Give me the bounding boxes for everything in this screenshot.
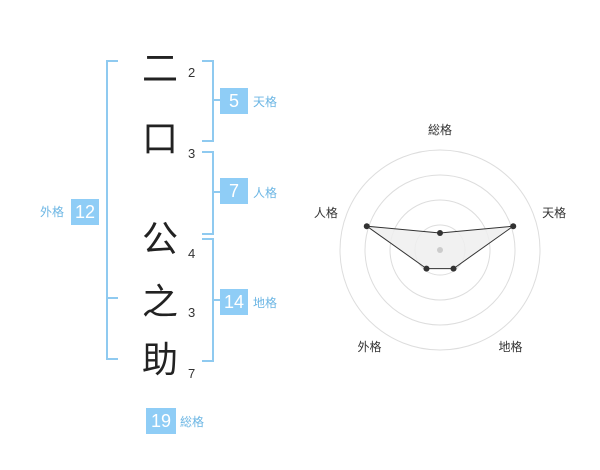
radar-point: [423, 265, 430, 272]
chikaku-bracket: [202, 238, 214, 362]
name-char-5: 助: [141, 340, 178, 381]
radar-axis-label: 天格: [542, 205, 566, 220]
radar-axis-label: 人格: [314, 205, 338, 220]
soukaku-label: 総格: [180, 415, 205, 429]
chikaku-badge: 14: [220, 289, 248, 315]
jinkaku-label: 人格: [253, 186, 278, 200]
name-char-3: 公: [141, 219, 178, 260]
jinkaku-tick: [214, 191, 220, 193]
gaikaku-bracket: [106, 60, 118, 360]
stroke-count-5: 7: [188, 366, 196, 381]
radar-points: [363, 223, 517, 272]
stroke-count-3: 4: [188, 246, 196, 261]
chikaku-label: 地格: [253, 296, 278, 310]
name-char-2: 口: [141, 119, 178, 160]
radar-axis-label: 総格: [428, 122, 452, 137]
jinkaku-bracket: [202, 151, 214, 235]
radar-point: [510, 223, 517, 230]
soukaku-badge: 19: [146, 408, 176, 434]
tenkaku-badge: 5: [220, 88, 248, 114]
radar-center-dot: [437, 247, 443, 253]
radar-rings: [339, 149, 541, 351]
gaikaku-label: 外格: [40, 205, 65, 219]
stroke-count-1: 2: [188, 65, 196, 80]
radar-axis-label: 地格: [499, 339, 523, 354]
tenkaku-bracket: [202, 60, 214, 142]
radar-axis-label: 外格: [357, 339, 381, 354]
gaikaku-mid-tick: [106, 297, 118, 299]
radar-ring: [364, 174, 516, 326]
radar-point: [437, 230, 443, 236]
stroke-count-4: 3: [188, 305, 196, 320]
radar-point: [363, 223, 370, 230]
chikaku-tick: [214, 299, 220, 301]
jinkaku-badge: 7: [220, 178, 248, 204]
tenkaku-tick: [214, 99, 220, 101]
gaikaku-badge: 12: [71, 199, 99, 225]
tenkaku-label: 天格: [253, 95, 278, 109]
name-char-1: 二: [141, 49, 178, 90]
name-char-4: 之: [141, 282, 178, 323]
radar-point: [450, 265, 457, 272]
radar-ring: [389, 199, 491, 301]
stroke-count-2: 3: [188, 146, 196, 161]
radar-ring: [339, 149, 541, 351]
